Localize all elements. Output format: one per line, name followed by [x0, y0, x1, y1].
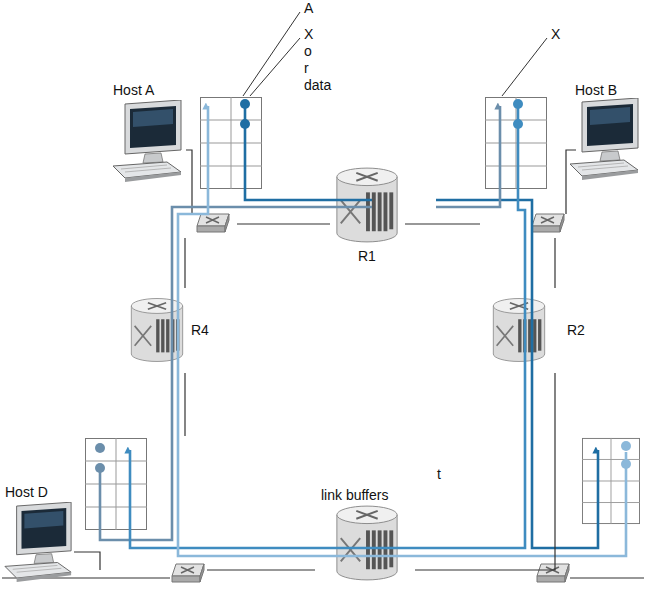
- node-label: link buffers: [320, 487, 389, 503]
- packet-dot: [513, 119, 523, 129]
- host-buffer: [485, 97, 547, 189]
- packet-dot: [513, 99, 523, 109]
- callout-text: r: [303, 60, 310, 76]
- network-link: [207, 569, 315, 570]
- network-link: [405, 223, 480, 224]
- packet-dot: [621, 459, 631, 469]
- network-link: [415, 373, 555, 570]
- callout-symbol: A: [303, 0, 314, 16]
- host-node: Host A: [105, 78, 237, 238]
- router-symbol: [337, 506, 397, 580]
- packet-dot: [240, 119, 250, 129]
- leader-line: [502, 38, 547, 96]
- node-label: R2: [566, 322, 586, 338]
- node-label: Host D: [4, 484, 49, 500]
- network-link: [237, 223, 330, 224]
- host-buffer: [582, 438, 640, 524]
- packet-dot: [240, 99, 250, 109]
- router-symbol: [131, 299, 182, 362]
- host-computer: [5, 502, 71, 582]
- access-link: [566, 150, 576, 214]
- flow-path: [100, 106, 500, 540]
- router-node: link buffers: [315, 484, 415, 586]
- network-link: [184, 238, 185, 288]
- packet-dot: [95, 443, 105, 453]
- callout-symbol: X: [550, 26, 561, 42]
- host-computer: [570, 98, 638, 180]
- switch-symbol: [197, 214, 229, 232]
- router-symbol: [337, 168, 397, 242]
- packet-dot: [621, 441, 631, 451]
- node-label: Host A: [112, 82, 155, 98]
- node-label: Host B: [574, 82, 618, 98]
- node-label: R1: [357, 248, 377, 264]
- flow-path: [178, 106, 626, 556]
- router-node: R2: [485, 288, 589, 373]
- host-buffer: [85, 438, 147, 530]
- router-symbol: [493, 299, 544, 362]
- switch-symbol: [537, 564, 569, 582]
- host-computer: [113, 100, 181, 182]
- flow-path: [245, 104, 598, 548]
- note-text: t: [436, 466, 442, 482]
- access-link: [74, 552, 100, 570]
- callout-symbol: X: [303, 26, 314, 42]
- host-node: Host D: [2, 436, 207, 586]
- callout-text: o: [303, 43, 313, 59]
- switch-symbol: [532, 214, 564, 232]
- packet-dot: [95, 463, 105, 473]
- host-node: Host B: [480, 78, 644, 238]
- router-node: R1: [330, 163, 405, 268]
- switch-symbol: [172, 564, 204, 582]
- access-link: [186, 150, 192, 214]
- network-link: [184, 373, 185, 436]
- leader-line: [250, 38, 300, 96]
- network-link: [554, 238, 555, 288]
- leader-line: [243, 12, 300, 96]
- flow-path: [130, 104, 525, 548]
- node-label: R4: [190, 322, 210, 338]
- callout-text: data: [303, 77, 332, 93]
- router-node: R4: [125, 288, 215, 373]
- access-link: [570, 577, 644, 578]
